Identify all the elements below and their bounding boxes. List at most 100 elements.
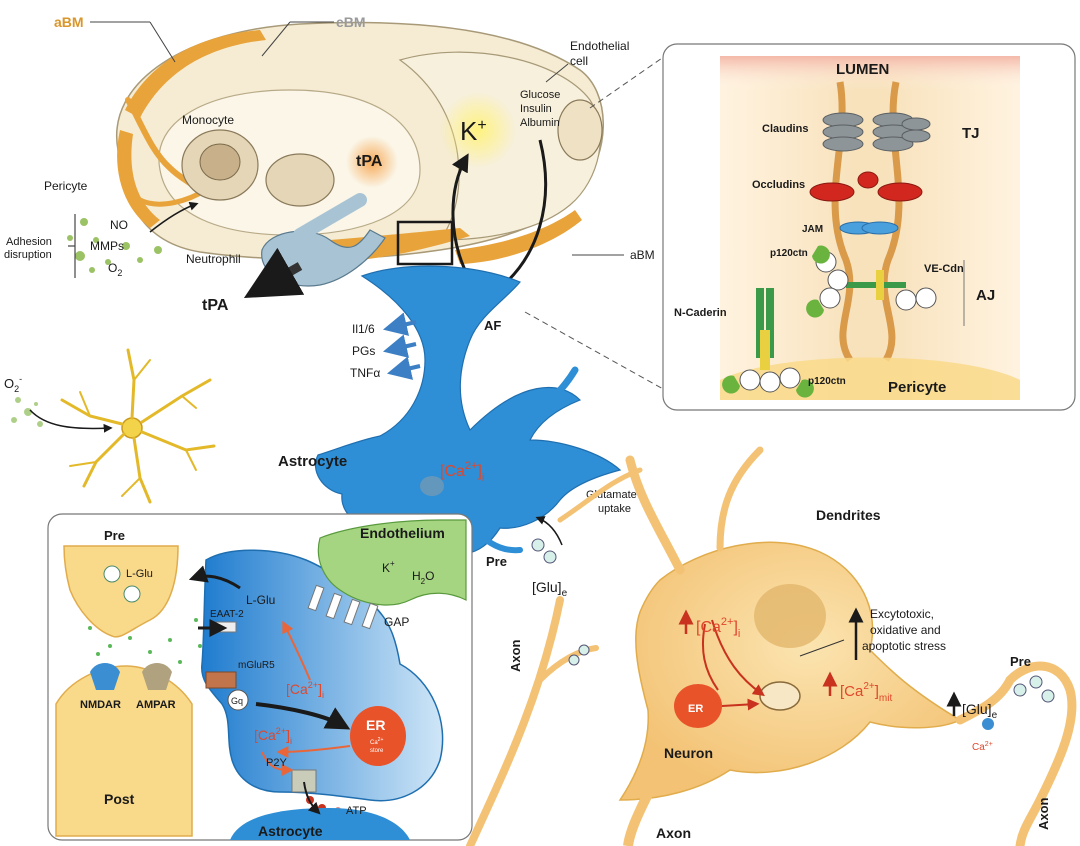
label-syn-h2o: H2O <box>412 569 434 586</box>
arrow-ca-up <box>282 620 311 681</box>
neuron-dendrite-1 <box>625 455 685 575</box>
cell-nucleus-2 <box>265 153 335 207</box>
arrow-lglu-to-pre <box>188 565 241 590</box>
arrow-gq-er <box>255 702 351 730</box>
neuron-ca-arrow-1 <box>711 619 765 697</box>
cytokine-pgs: PGs <box>352 344 375 358</box>
synapse-er <box>350 706 406 766</box>
label-ca-mit: [Ca2+]mit <box>840 681 892 704</box>
receptor-spine <box>982 718 994 730</box>
label-syn-endothelium: Endothelium <box>360 525 445 541</box>
p2y-receptor <box>291 769 317 793</box>
label-stress-1: Excytotoxic, <box>870 607 934 621</box>
claudins <box>822 112 931 152</box>
jam <box>839 221 899 235</box>
label-astro-pre: Pre <box>486 554 507 569</box>
label-monocyte: Monocyte <box>182 113 234 127</box>
label-tpa-upper: tPA <box>356 153 383 170</box>
label-astro-ca: [Ca2+]i <box>440 460 484 484</box>
adhesion-dots <box>67 218 162 273</box>
label-astrocyte: Astrocyte <box>278 453 347 470</box>
label-endothelial: Endothelial <box>570 39 629 53</box>
nmdar-receptor <box>90 663 120 690</box>
label-syn-ampar: AMPAR <box>136 699 176 711</box>
neuron-dendrite-2 <box>716 446 764 552</box>
arrow-pgs <box>382 334 417 358</box>
callout-dash-top <box>589 55 666 109</box>
neuron-mitochondrion <box>759 681 801 711</box>
abm-left-band <box>117 130 160 228</box>
label-syn-p2y: P2Y <box>266 757 287 769</box>
label-astro-glu: [Glu]e <box>532 579 568 599</box>
label-syn-post: Post <box>104 791 135 807</box>
label-glucose: Glucose <box>520 89 560 101</box>
neuron-ca-arrow-2 <box>721 698 760 711</box>
label-abm-right: aBM <box>630 248 655 262</box>
label-neuron-pre: Pre <box>1010 654 1031 669</box>
label-uptake: uptake <box>598 503 631 515</box>
label-lumen: LUMEN <box>836 61 889 78</box>
neuron-soma <box>618 541 962 801</box>
astrocyte-process-3 <box>467 517 523 554</box>
neuron-ca-inhibit <box>702 623 719 691</box>
synapse-endothelium <box>317 519 467 606</box>
astrocyte-process-1 <box>511 366 579 434</box>
callout-dash-bottom <box>524 311 666 391</box>
mglur5-receptor <box>205 671 237 689</box>
label-occludins: Occludins <box>752 179 805 191</box>
pre-vesicle-l1 <box>103 565 121 583</box>
label-syn-er-store: store <box>370 748 384 754</box>
presyn-axon <box>466 596 564 846</box>
neuron-axon-bottom <box>623 787 655 846</box>
pericyte-membrane <box>720 357 1020 400</box>
label-jam: JAM <box>802 224 823 235</box>
label-cell: cell <box>570 54 588 68</box>
endo-leader <box>545 63 569 83</box>
tpa-arrow <box>243 247 305 299</box>
cytokine-tnf: TNFα <box>350 366 380 380</box>
neuron-stress-leader <box>799 639 845 657</box>
label-p120-top: p120ctn <box>770 248 808 259</box>
label-axon-bottom: Axon <box>656 825 691 841</box>
label-claudins: Claudins <box>762 123 808 135</box>
label-albumin: Albumin <box>520 117 560 129</box>
label-o2: O2 <box>108 261 122 278</box>
gap-junctions <box>307 584 379 630</box>
label-neuron: Neuron <box>664 745 713 761</box>
label-aj: AJ <box>976 287 995 304</box>
label-tj: TJ <box>962 125 980 142</box>
arrow-tnf <box>386 356 421 380</box>
pre-vesicle-2 <box>1029 675 1043 689</box>
label-syn-pre: Pre <box>104 528 125 543</box>
k-glow <box>440 92 516 168</box>
neuron-er <box>674 684 722 728</box>
neuron <box>466 446 1077 846</box>
label-neutrophil: Neutrophil <box>186 252 241 266</box>
monocyte-nucleus <box>199 143 241 181</box>
abm-top-band <box>125 30 266 118</box>
arrow-ca-er <box>276 745 351 758</box>
pre-vesicle-l2 <box>123 585 141 603</box>
microglia-o2-dots <box>11 397 43 427</box>
abm-right-band <box>455 210 582 264</box>
label-mmps: MMPs <box>90 239 124 253</box>
label-no: NO <box>110 218 128 232</box>
microglia-arrow <box>29 409 113 433</box>
label-k: K+ <box>460 116 487 146</box>
label-syn-gap: GAP <box>384 615 409 629</box>
junction-panel <box>662 43 1076 411</box>
label-junction-pericyte: Pericyte <box>888 379 946 396</box>
synapse-bottom-astro <box>230 808 410 840</box>
label-syn-mglur5: mGluR5 <box>238 660 275 671</box>
label-pericyte: Pericyte <box>44 179 88 193</box>
label-syn-astrocyte: Astrocyte <box>258 823 323 839</box>
arrow-il <box>382 312 417 336</box>
label-syn-lglu: L-Glu <box>246 593 275 607</box>
adhesion-arrow <box>149 201 199 233</box>
label-disruption: disruption <box>4 249 52 261</box>
label-syn-er: ER <box>366 717 385 733</box>
label-neuron-er: ER <box>688 703 703 715</box>
label-abm: aBM <box>54 14 84 30</box>
label-tpa-lower: tPA <box>202 297 229 314</box>
